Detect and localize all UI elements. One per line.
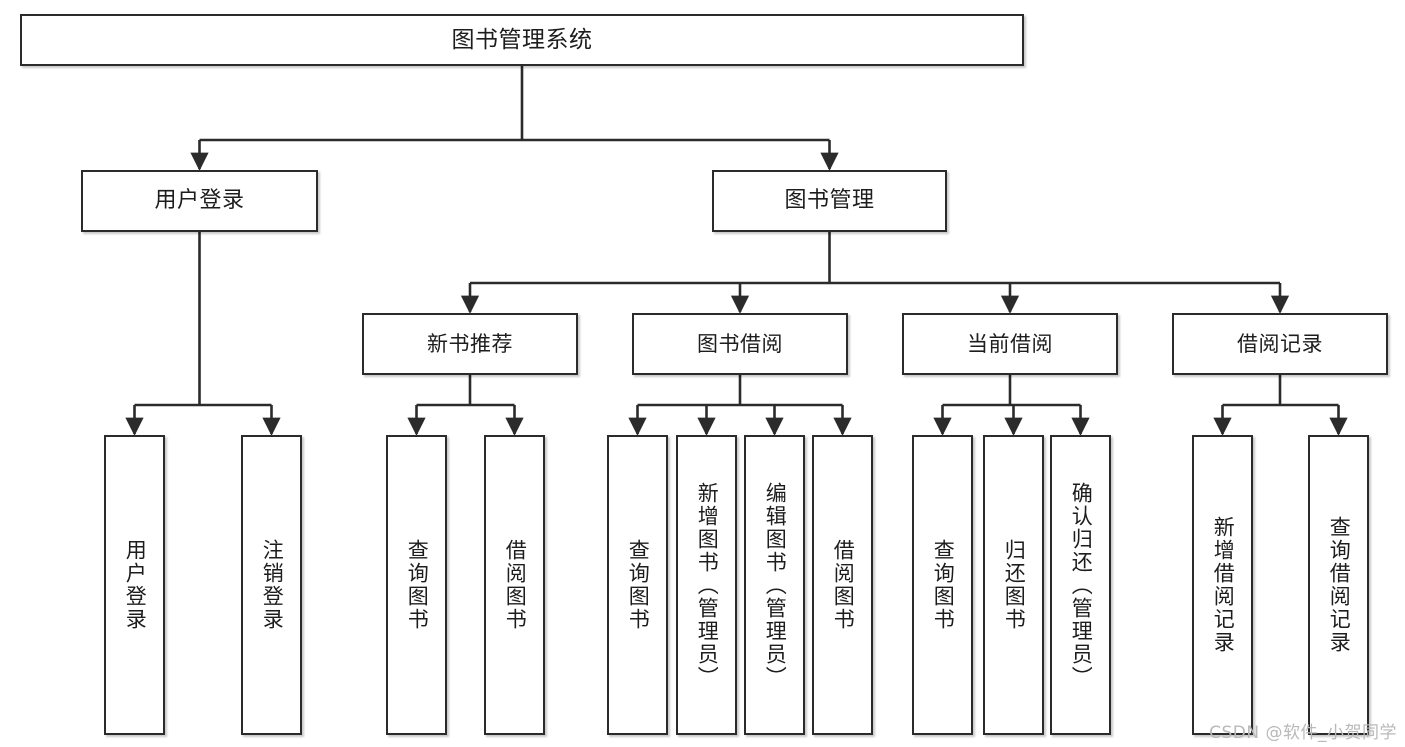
leaf-query-book-1-label: 查询图书	[405, 539, 430, 631]
node-new-book-recommend-label: 新书推荐	[427, 331, 513, 356]
leaf-query-record-label: 查询借阅记录	[1327, 516, 1352, 654]
leaf-query-book-3-label: 查询图书	[931, 539, 956, 631]
node-current-borrow[interactable]: 当前借阅	[902, 313, 1118, 375]
leaf-add-book-label: 新增图书（管理员）	[695, 481, 720, 689]
leaf-add-book[interactable]: 新增图书（管理员）	[676, 435, 737, 735]
node-current-borrow-label: 当前借阅	[967, 331, 1053, 356]
leaf-user-login-label: 用户登录	[123, 539, 148, 631]
node-root[interactable]: 图书管理系统	[20, 14, 1024, 66]
node-borrow-record[interactable]: 借阅记录	[1172, 313, 1388, 375]
node-book-manage[interactable]: 图书管理	[712, 170, 947, 232]
leaf-add-record-label: 新增借阅记录	[1211, 516, 1236, 654]
leaf-query-book-2[interactable]: 查询图书	[607, 435, 668, 735]
leaf-edit-book[interactable]: 编辑图书（管理员）	[744, 435, 805, 735]
leaf-borrow-book-1[interactable]: 借阅图书	[484, 435, 545, 735]
leaf-query-book-2-label: 查询图书	[626, 539, 651, 631]
node-borrow-record-label: 借阅记录	[1237, 331, 1323, 356]
leaf-logout[interactable]: 注销登录	[241, 435, 302, 735]
leaf-borrow-book-2[interactable]: 借阅图书	[812, 435, 873, 735]
csdn-watermark: CSDN @软件_小贺同学	[1209, 723, 1397, 743]
node-user-login[interactable]: 用户登录	[81, 170, 318, 232]
leaf-borrow-book-2-label: 借阅图书	[831, 539, 856, 631]
node-user-login-label: 用户登录	[154, 188, 245, 214]
leaf-edit-book-label: 编辑图书（管理员）	[763, 481, 788, 689]
leaf-logout-label: 注销登录	[260, 539, 285, 631]
leaf-borrow-book-1-label: 借阅图书	[503, 539, 528, 631]
leaf-query-book-3[interactable]: 查询图书	[912, 435, 973, 735]
leaf-return-book[interactable]: 归还图书	[983, 435, 1044, 735]
leaf-return-book-label: 归还图书	[1002, 539, 1027, 631]
node-new-book-recommend[interactable]: 新书推荐	[362, 313, 578, 375]
leaf-confirm-return-label: 确认归还（管理员）	[1069, 481, 1094, 689]
leaf-add-record[interactable]: 新增借阅记录	[1192, 435, 1253, 735]
leaf-confirm-return[interactable]: 确认归还（管理员）	[1050, 435, 1111, 735]
leaf-user-login[interactable]: 用户登录	[104, 435, 165, 735]
node-book-borrow[interactable]: 图书借阅	[632, 313, 848, 375]
node-book-manage-label: 图书管理	[784, 188, 875, 214]
node-root-label: 图书管理系统	[451, 26, 593, 53]
leaf-query-book-1[interactable]: 查询图书	[386, 435, 447, 735]
node-book-borrow-label: 图书借阅	[697, 331, 783, 356]
leaf-query-record[interactable]: 查询借阅记录	[1308, 435, 1369, 735]
